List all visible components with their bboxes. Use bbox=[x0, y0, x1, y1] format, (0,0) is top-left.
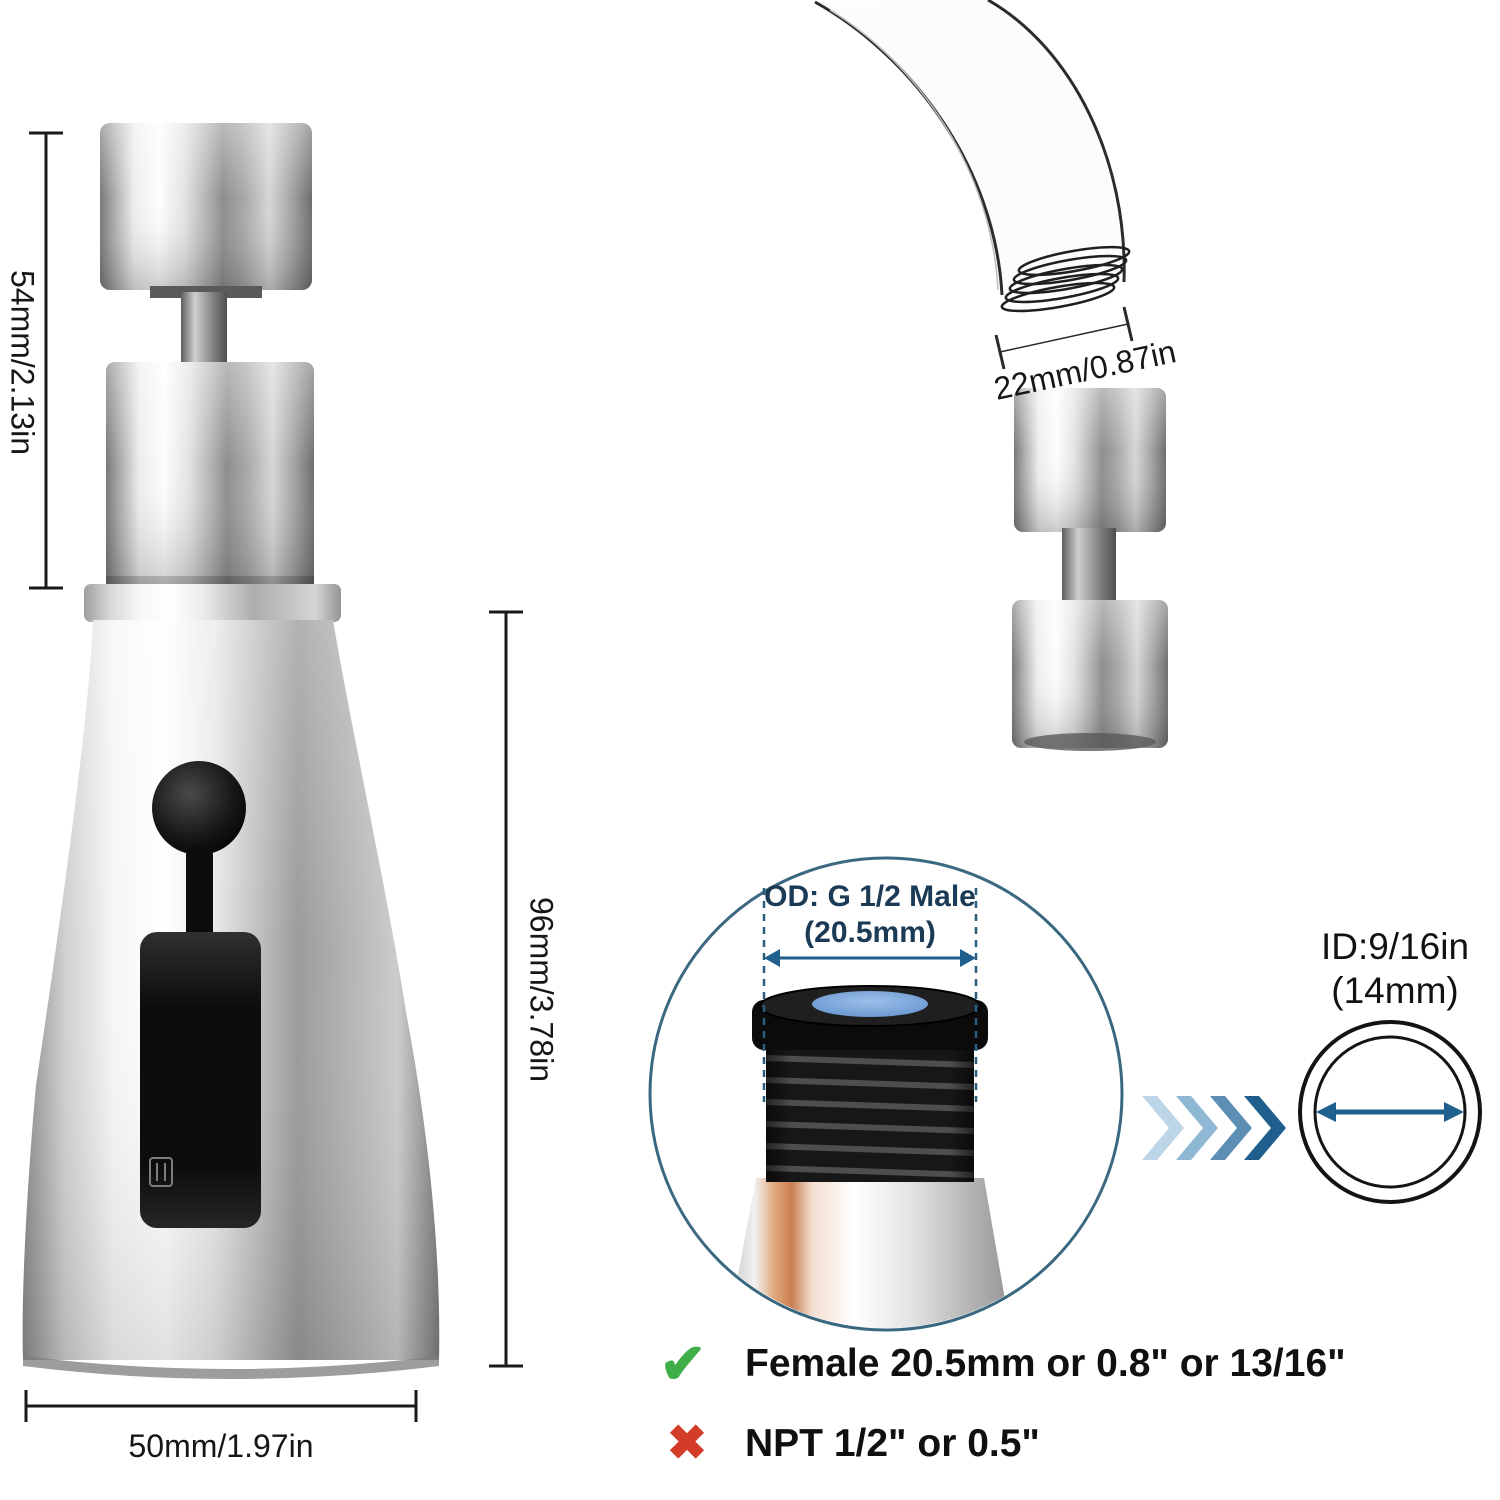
chevron-icon bbox=[1244, 1096, 1286, 1160]
faucet-collar bbox=[84, 584, 341, 622]
id-value: (14mm) bbox=[1331, 970, 1459, 1011]
dimension-54mm-lines bbox=[29, 131, 63, 590]
od-label: OD: G 1/2 Male bbox=[764, 880, 976, 913]
aerator-mesh bbox=[812, 991, 928, 1017]
spray-switch-paddle bbox=[140, 932, 261, 1228]
dimension-22mm-lines bbox=[994, 306, 1134, 370]
spray-mode-button bbox=[152, 761, 246, 855]
compatible-size-text: Female 20.5mm or 0.8" or 13/16" bbox=[745, 1342, 1346, 1385]
od-measurement-marks bbox=[762, 888, 978, 1102]
dimension-96mm-lines bbox=[489, 610, 523, 1368]
chevron-arrows bbox=[1142, 1096, 1286, 1160]
id-ring-diagram bbox=[1298, 1020, 1482, 1204]
check-icon: ✔ bbox=[659, 1332, 707, 1395]
od-value: (20.5mm) bbox=[804, 916, 936, 949]
faucet-base-rim bbox=[23, 1356, 439, 1379]
dimension-label-base-width: 50mm/1.97in bbox=[128, 1428, 314, 1464]
dimension-label-cap-height: 54mm/2.13in bbox=[4, 270, 41, 455]
button-stem bbox=[186, 846, 213, 944]
brand-logo-mark bbox=[149, 1157, 173, 1187]
dimension-label-body-height: 96mm/3.78in bbox=[523, 897, 560, 1082]
spout-illustration bbox=[814, 0, 1131, 313]
connector-illustration bbox=[1012, 388, 1168, 751]
chevron-icon bbox=[1176, 1096, 1218, 1160]
chevron-icon bbox=[1210, 1096, 1252, 1160]
chevron-icon bbox=[1142, 1096, 1184, 1160]
incompatible-size-text: NPT 1/2" or 0.5" bbox=[745, 1422, 1040, 1465]
faucet-head-illustration bbox=[22, 123, 440, 1379]
dimension-50mm-lines bbox=[24, 1390, 418, 1422]
faucet-neck bbox=[181, 292, 227, 368]
thread-closeup-inset bbox=[648, 856, 1124, 1332]
connector-neck bbox=[1062, 528, 1116, 606]
inset-chrome-base bbox=[726, 1178, 1012, 1328]
spout-spring-coil bbox=[1000, 245, 1131, 313]
id-label: ID:9/16in bbox=[1320, 926, 1470, 967]
cross-icon: ✖ bbox=[666, 1417, 708, 1470]
